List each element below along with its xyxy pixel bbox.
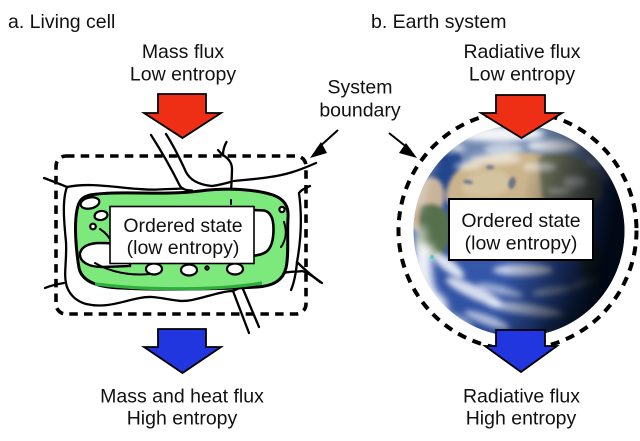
- svg-text:Radiative flux: Radiative flux: [463, 386, 580, 408]
- svg-text:a. Living cell: a. Living cell: [8, 11, 115, 33]
- svg-text:Mass and heat flux: Mass and heat flux: [100, 386, 264, 408]
- svg-text:High entropy: High entropy: [127, 408, 238, 430]
- svg-text:System: System: [327, 77, 392, 99]
- svg-text:boundary: boundary: [319, 100, 401, 122]
- svg-text:Mass flux: Mass flux: [142, 41, 225, 63]
- svg-text:Low entropy: Low entropy: [130, 64, 236, 86]
- svg-text:(low entropy): (low entropy): [127, 237, 240, 259]
- svg-text:Ordered state: Ordered state: [123, 215, 242, 237]
- svg-text:(low entropy): (low entropy): [465, 233, 578, 255]
- svg-text:Radiative flux: Radiative flux: [463, 41, 580, 63]
- svg-text:Low entropy: Low entropy: [469, 64, 575, 86]
- svg-text:Ordered state: Ordered state: [461, 210, 580, 232]
- svg-text:High entropy: High entropy: [466, 408, 577, 430]
- svg-text:b. Earth system: b. Earth system: [371, 11, 506, 33]
